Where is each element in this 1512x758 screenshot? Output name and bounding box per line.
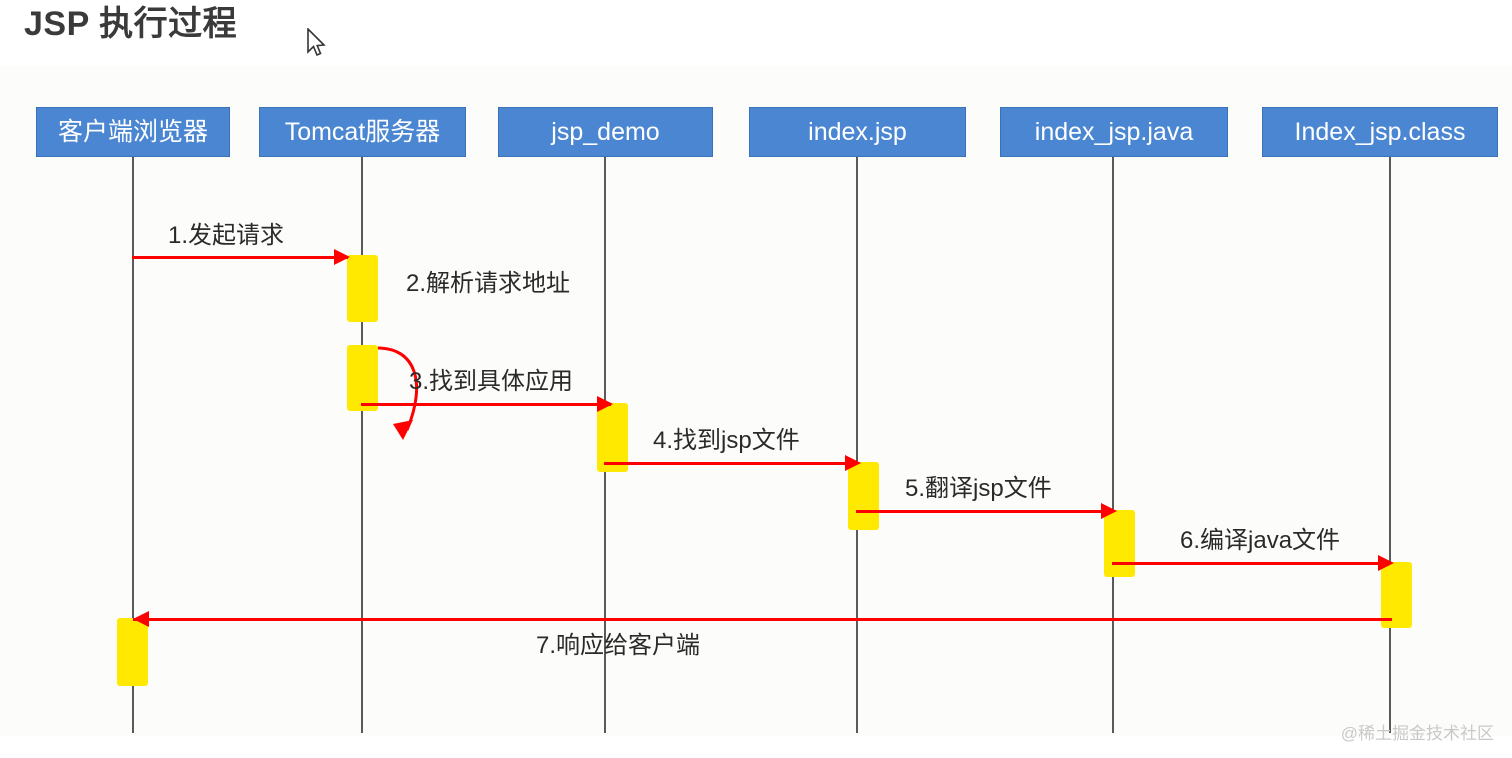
message-label-4: 4.找到jsp文件 xyxy=(653,427,800,454)
lifeline-client-browser xyxy=(132,157,134,733)
message-line-7 xyxy=(133,618,1392,621)
lifeline-index-jsp-java xyxy=(1112,157,1114,733)
activation-bar-index-jsp-java xyxy=(1104,510,1135,577)
actor-box-tomcat-server[interactable]: Tomcat服务器 xyxy=(259,107,466,157)
mouse-cursor-icon xyxy=(306,27,328,58)
activation-bar-tomcat-1 xyxy=(347,255,378,322)
message-label-6: 6.编译java文件 xyxy=(1180,527,1341,554)
message-label-5: 5.翻译jsp文件 xyxy=(905,475,1052,502)
message-label-7: 7.响应给客户端 xyxy=(536,632,701,659)
activation-bar-index-jsp xyxy=(848,462,879,530)
message-line-1 xyxy=(132,256,348,259)
actor-box-client-browser[interactable]: 客户端浏览器 xyxy=(36,107,230,157)
actor-box-index-jsp-class[interactable]: Index_jsp.class xyxy=(1262,107,1498,157)
activation-bar-client-browser xyxy=(117,618,148,686)
activation-bar-tomcat-2 xyxy=(347,345,378,411)
actor-box-index-jsp-java[interactable]: index_jsp.java xyxy=(1000,107,1228,157)
message-arrowhead-5 xyxy=(1101,503,1117,519)
message-selfcall-curve-2 xyxy=(377,346,419,440)
page-title: JSP 执行过程 xyxy=(24,5,238,43)
message-label-1: 1.发起请求 xyxy=(168,222,285,249)
message-line-5 xyxy=(856,510,1112,513)
message-arrowhead-4 xyxy=(845,455,861,471)
actor-box-jsp-demo[interactable]: jsp_demo xyxy=(498,107,713,157)
message-line-3 xyxy=(361,403,611,406)
lifeline-tomcat-server xyxy=(361,157,363,733)
message-arrowhead-7 xyxy=(133,611,149,627)
message-line-4 xyxy=(604,462,856,465)
actor-box-index-jsp[interactable]: index.jsp xyxy=(749,107,966,157)
message-label-3: 3.找到具体应用 xyxy=(409,368,574,395)
watermark-label: @稀土掘金技术社区 xyxy=(1340,724,1494,743)
message-label-2: 2.解析请求地址 xyxy=(406,270,571,297)
sequence-diagram-canvas: 客户端浏览器 Tomcat服务器 jsp_demo index.jsp inde… xyxy=(0,66,1512,736)
lifeline-index-jsp xyxy=(856,157,858,733)
message-line-6 xyxy=(1112,562,1389,565)
message-arrowhead-1 xyxy=(334,249,350,265)
message-arrowhead-6 xyxy=(1378,555,1394,571)
message-arrowhead-3 xyxy=(597,396,613,412)
lifeline-index-jsp-class xyxy=(1389,157,1391,733)
activation-bar-index-jsp-class xyxy=(1381,562,1412,628)
activation-bar-jsp-demo xyxy=(597,403,628,472)
